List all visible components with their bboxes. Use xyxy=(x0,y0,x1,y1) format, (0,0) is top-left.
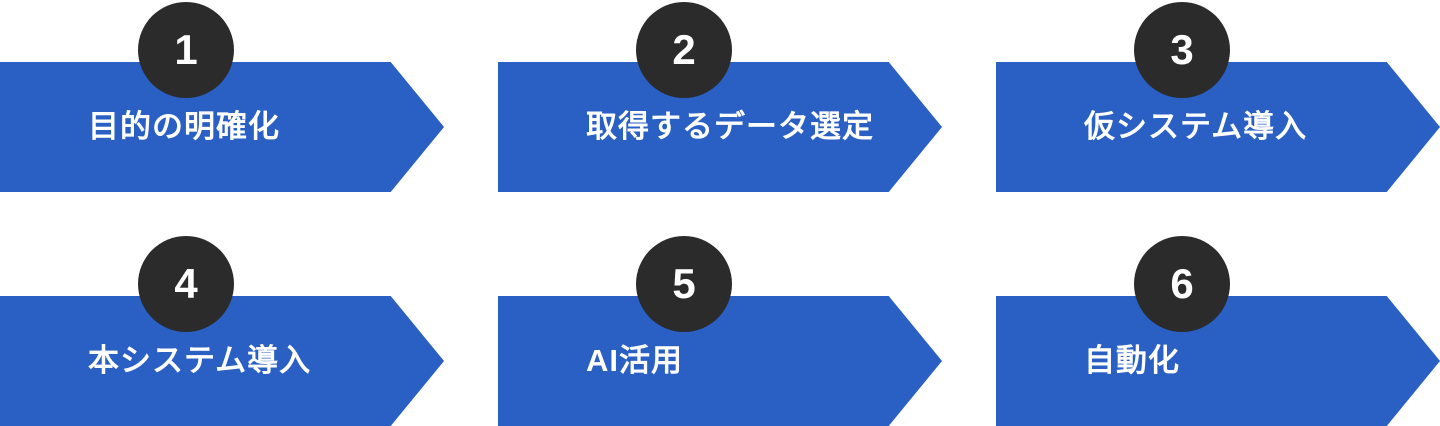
step-3-label: 仮システム導入 xyxy=(1084,108,1308,144)
step-2-arrow: 取得するデータ選定 xyxy=(498,62,942,192)
step-1-label: 目的の明確化 xyxy=(88,108,280,144)
step-1-number-badge: 1 xyxy=(138,2,234,98)
step-3-number-badge: 3 xyxy=(1134,2,1230,98)
process-step-4[interactable]: 本システム導入 4 xyxy=(0,236,444,426)
step-6-arrow: 自動化 xyxy=(996,296,1440,426)
step-4-arrow: 本システム導入 xyxy=(0,296,444,426)
process-step-1[interactable]: 目的の明確化 1 xyxy=(0,2,444,192)
step-1-arrow: 目的の明確化 xyxy=(0,62,444,192)
step-4-number-badge: 4 xyxy=(138,236,234,332)
step-5-arrow: AI活用 xyxy=(498,296,942,426)
process-step-6[interactable]: 自動化 6 xyxy=(996,236,1440,426)
process-step-5[interactable]: AI活用 5 xyxy=(498,236,942,426)
step-2-label: 取得するデータ選定 xyxy=(586,108,874,144)
step-4-label: 本システム導入 xyxy=(88,342,312,378)
step-2-number-badge: 2 xyxy=(636,2,732,98)
step-5-number-badge: 5 xyxy=(636,236,732,332)
step-3-arrow: 仮システム導入 xyxy=(996,62,1440,192)
step-5-label: AI活用 xyxy=(586,342,683,378)
step-6-number-badge: 6 xyxy=(1134,236,1230,332)
process-step-3[interactable]: 仮システム導入 3 xyxy=(996,2,1440,192)
process-step-2[interactable]: 取得するデータ選定 2 xyxy=(498,2,942,192)
step-6-label: 自動化 xyxy=(1084,342,1180,378)
